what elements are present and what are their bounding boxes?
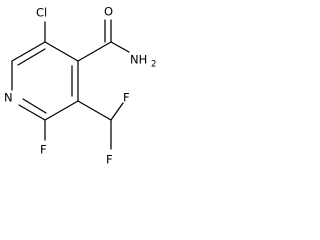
bond-c3-chf2: [77, 100, 112, 121]
amide-subscript-label: 2: [151, 60, 156, 70]
bond-carbonyl-n: [110, 41, 130, 53]
ring-bond-c3-c2: [44, 100, 79, 121]
ring-bond-c6-c5-inner: [17, 48, 46, 66]
amide-nitrogen-label: NH: [130, 53, 147, 67]
ring-bond-c2-n1-inner: [22, 98, 47, 114]
bond-chf2-f1: [110, 102, 124, 121]
bond-c4-carbonyl: [77, 41, 112, 62]
chlorine-label: Cl: [36, 6, 47, 20]
ring-bond-c6-c5: [11, 41, 46, 62]
chf2-fluorine-1-label: F: [123, 91, 130, 105]
molecule-structure-canvas: Cl O NH 2 N F F F: [0, 0, 170, 178]
ring-fluorine-label: F: [40, 143, 47, 157]
chf2-fluorine-2-label: F: [106, 153, 113, 167]
carbonyl-oxygen-label: O: [104, 5, 113, 19]
chemical-structure-diagram: Cl O NH 2 N F F F: [4, 5, 156, 167]
ring-nitrogen-label: N: [4, 91, 13, 105]
ring-bond-c2-n1: [18, 104, 46, 121]
ring-bond-c5-c4: [44, 41, 79, 62]
